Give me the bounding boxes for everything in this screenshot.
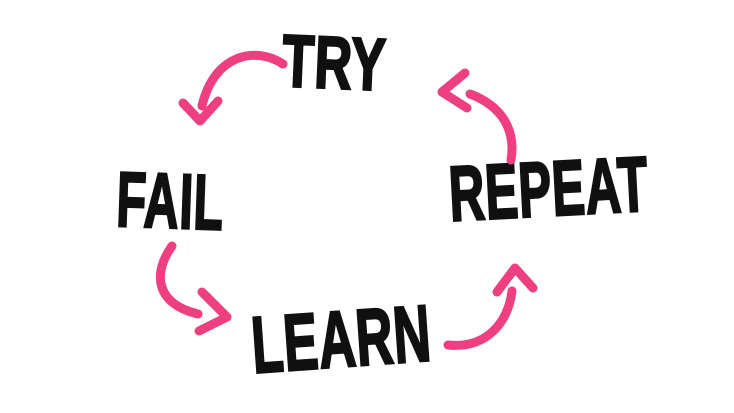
arrow-learn-to-repeat-head bbox=[492, 263, 538, 297]
arrow-fail-to-learn-head bbox=[194, 287, 232, 336]
arrow-try-to-fail-icon bbox=[178, 50, 288, 126]
arrow-repeat-to-try-head bbox=[437, 68, 472, 113]
arrow-repeat-to-try-icon bbox=[437, 68, 517, 165]
arrow-repeat-to-try-curve bbox=[465, 89, 517, 165]
arrow-learn-to-repeat-icon bbox=[443, 263, 538, 350]
arrow-try-to-fail-head bbox=[178, 96, 223, 126]
step-label-fail: FAIL bbox=[114, 154, 226, 248]
arrow-fail-to-learn-curve bbox=[155, 241, 203, 319]
step-label-learn: LEARN bbox=[248, 287, 435, 390]
arrow-learn-to-repeat-curve bbox=[443, 286, 517, 350]
arrow-fail-to-learn-icon bbox=[155, 241, 232, 336]
arrow-try-to-fail-curve bbox=[197, 50, 288, 111]
